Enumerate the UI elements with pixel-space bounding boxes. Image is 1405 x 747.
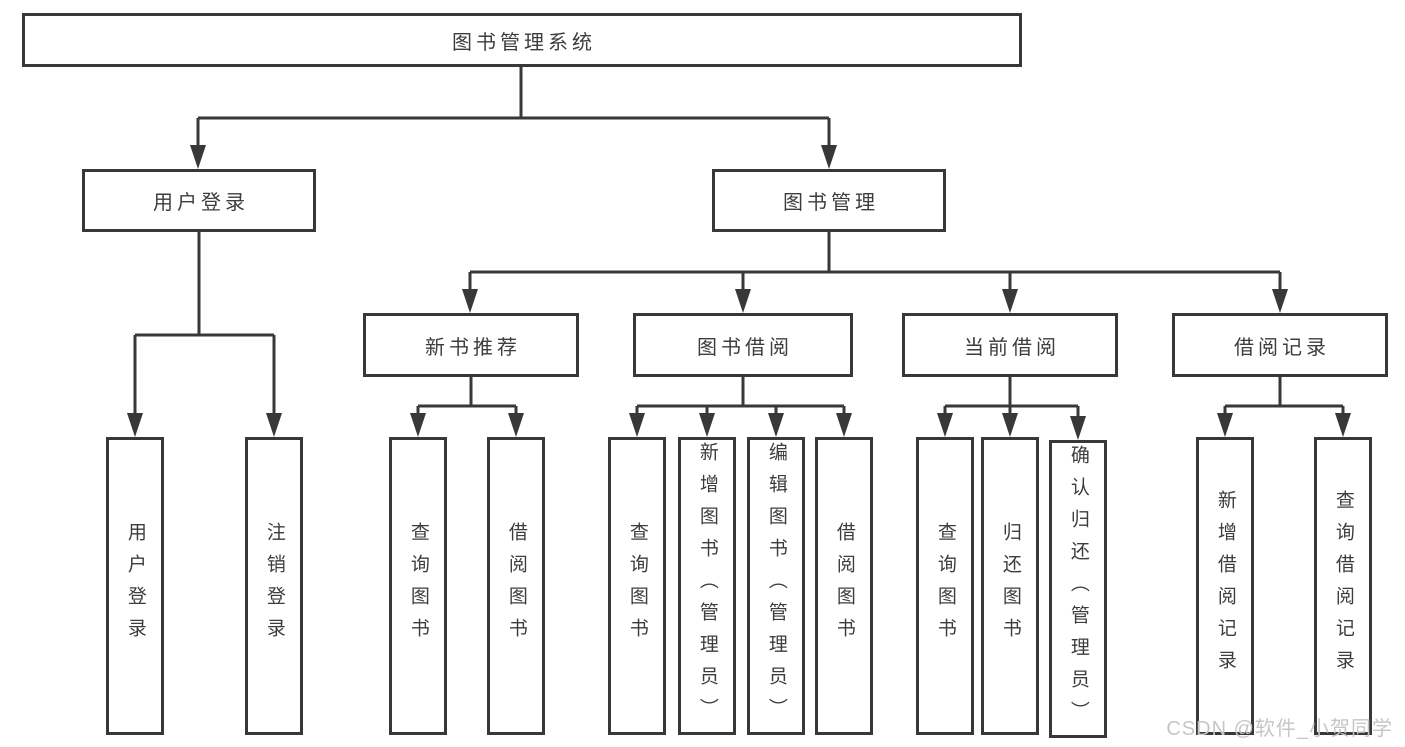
leaf-return-books: 归还图书 xyxy=(981,437,1039,735)
node-borrowing-records: 借阅记录 xyxy=(1172,313,1388,377)
leaf-user-login: 用户登录 xyxy=(106,437,164,735)
node-book-borrowing: 图书借阅 xyxy=(633,313,853,377)
node-label: 新增图书（管理员） xyxy=(696,442,718,730)
node-label: 图书借阅 xyxy=(697,336,793,359)
leaf-borrow-books: 借阅图书 xyxy=(815,437,873,735)
leaf-edit-books-admin: 编辑图书（管理员） xyxy=(747,437,805,735)
leaf-query-borrow-record: 查询借阅记录 xyxy=(1314,437,1372,735)
leaf-query-books: 查询图书 xyxy=(389,437,447,735)
node-label: 新书推荐 xyxy=(425,336,521,359)
node-label: 用户登录 xyxy=(153,192,249,214)
node-label: 注销登录 xyxy=(263,522,285,650)
node-label: 确认归还（管理员） xyxy=(1067,445,1089,733)
node-label: 图书管理系统 xyxy=(452,31,596,54)
node-new-book-recommend: 新书推荐 xyxy=(363,313,579,377)
leaf-borrow-books: 借阅图书 xyxy=(487,437,545,735)
leaf-confirm-return-admin: 确认归还（管理员） xyxy=(1049,440,1107,738)
node-label: 用户登录 xyxy=(124,522,146,650)
node-label: 借阅图书 xyxy=(833,522,855,650)
leaf-logout: 注销登录 xyxy=(245,437,303,735)
leaf-query-books: 查询图书 xyxy=(916,437,974,735)
leaf-add-borrow-record: 新增借阅记录 xyxy=(1196,437,1254,735)
node-label: 查询借阅记录 xyxy=(1332,490,1354,682)
node-user-login: 用户登录 xyxy=(82,169,316,232)
node-library-management-system: 图书管理系统 xyxy=(22,13,1022,67)
node-label: 查询图书 xyxy=(626,522,648,650)
node-book-management: 图书管理 xyxy=(712,169,946,232)
node-label: 归还图书 xyxy=(999,522,1021,650)
node-label: 当前借阅 xyxy=(964,336,1060,359)
node-label: 借阅图书 xyxy=(505,522,527,650)
leaf-add-books-admin: 新增图书（管理员） xyxy=(678,437,736,735)
node-label: 新增借阅记录 xyxy=(1214,490,1236,682)
node-label: 借阅记录 xyxy=(1234,336,1330,359)
node-label: 查询图书 xyxy=(934,522,956,650)
watermark: CSDN @软件_小贺同学 xyxy=(1166,718,1393,740)
node-current-borrowing: 当前借阅 xyxy=(902,313,1118,377)
node-label: 查询图书 xyxy=(407,522,429,650)
node-label: 编辑图书（管理员） xyxy=(765,442,787,730)
leaf-query-books: 查询图书 xyxy=(608,437,666,735)
node-label: 图书管理 xyxy=(783,192,879,214)
